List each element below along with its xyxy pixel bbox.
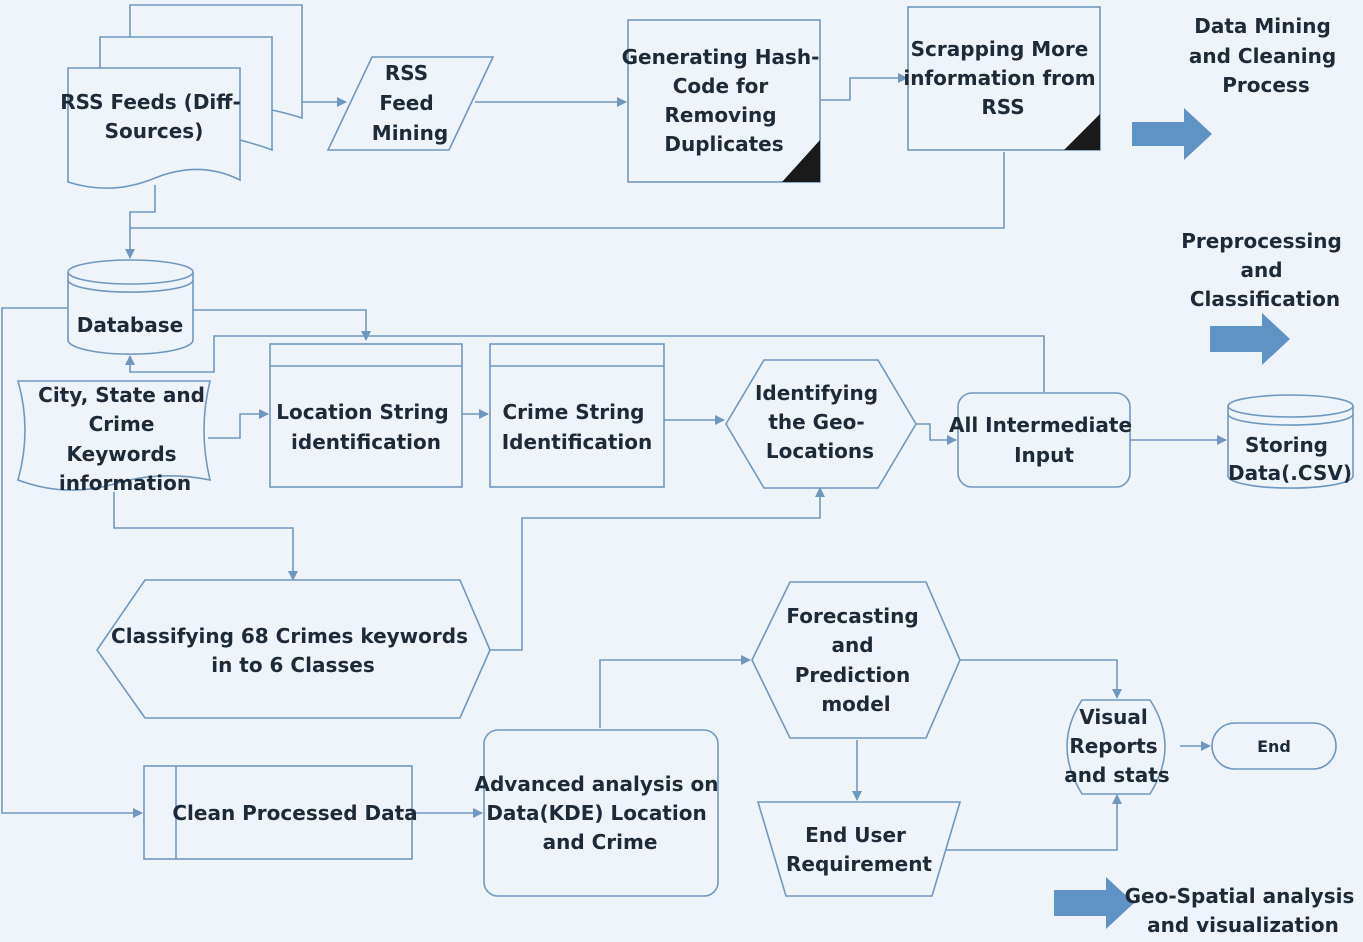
scrapping-node: Scrapping More information from RSS [903, 6, 1102, 151]
forecasting-label: Forecasting and Prediction model [786, 604, 925, 716]
stage-mining: Data Mining and Cleaning Process [1132, 14, 1343, 160]
advanced-analysis-label: Advanced analysis on Data(KDE) Location … [475, 772, 726, 854]
stage-mining-arrow-icon [1132, 108, 1212, 160]
geo-locations-node: Identifying the Geo- Locations [725, 359, 917, 489]
hash-code-label: Generating Hash- Code for Removing Dupli… [622, 45, 827, 156]
scrapping-label: Scrapping More information from RSS [903, 37, 1102, 119]
edge-database-to-pipeline [193, 309, 371, 341]
stage-geospatial-label: Geo-Spatial analysis and visualization [1125, 884, 1362, 937]
rss-feeds-label: RSS Feeds (Diff- Sources) [60, 90, 248, 143]
edge-hash-to-scrapping [820, 73, 908, 101]
advanced-analysis-node: Advanced analysis on Data(KDE) Location … [475, 729, 726, 897]
stage-geospatial-arrow-icon [1054, 877, 1134, 929]
location-string-label: Location String identification [276, 400, 455, 454]
clean-data-node: Clean Processed Data [143, 765, 418, 860]
stage-geospatial: Geo-Spatial analysis and visualization [1054, 877, 1362, 937]
edge-geo-to-intermediate [916, 423, 957, 445]
edge-end-user-to-visual [944, 794, 1122, 851]
stage-preprocessing-label: Preprocessing and Classification [1181, 229, 1349, 311]
end-node: End [1211, 722, 1337, 770]
intermediate-input-label: All Intermediate Input [949, 413, 1139, 467]
edge-scrapping-to-database [125, 152, 1005, 259]
end-user-node: End User Requirement [756, 801, 962, 897]
stage-mining-label: Data Mining and Cleaning Process [1189, 14, 1343, 97]
city-keywords-label: City, State and Crime Keywords informati… [38, 383, 212, 495]
edge-intermediate-loop-back [125, 335, 1045, 392]
rss-feed-mining-node: RSS Feed Mining [326, 56, 495, 151]
edge-city-to-classifying [113, 492, 298, 581]
hash-code-node: Generating Hash- Code for Removing Dupli… [622, 19, 827, 183]
database-node: Database [67, 259, 194, 355]
visual-reports-label: Visual Reports and stats [1064, 705, 1169, 787]
visual-reports-node: Visual Reports and stats [1064, 699, 1170, 795]
edge-forecasting-to-visual [960, 659, 1122, 699]
clean-data-label: Clean Processed Data [172, 801, 417, 825]
storing-data-node: Storing Data(.CSV) [1227, 394, 1354, 489]
location-string-node: Location String identification [269, 343, 463, 488]
edge-classifying-to-geo [490, 487, 825, 651]
classifying-label: Classifying 68 Crimes keywords in to 6 C… [111, 624, 475, 677]
crime-string-label: Crime String Identification [502, 400, 653, 454]
stage-preprocessing: Preprocessing and Classification [1181, 229, 1349, 365]
intermediate-input-node: All Intermediate Input [949, 392, 1139, 488]
city-keywords-node: City, State and Crime Keywords informati… [16, 380, 212, 495]
rss-feeds-node: RSS Feeds (Diff- Sources) [60, 4, 303, 189]
crime-string-node: Crime String Identification [489, 343, 665, 488]
edge-database-to-clean-data [1, 307, 143, 818]
forecasting-node: Forecasting and Prediction model [751, 581, 961, 739]
database-label: Database [77, 313, 183, 337]
rss-feed-mining-label: RSS Feed Mining [372, 61, 448, 145]
edge-advanced-to-forecasting [599, 655, 751, 728]
edge-rss-feeds-to-database [129, 185, 156, 228]
end-label: End [1257, 737, 1291, 756]
end-user-label: End User Requirement [786, 823, 932, 876]
stage-preprocessing-arrow-icon [1210, 313, 1290, 365]
geo-locations-label: Identifying the Geo- Locations [755, 381, 885, 463]
classifying-node: Classifying 68 Crimes keywords in to 6 C… [96, 579, 491, 719]
edge-city-to-location [208, 409, 269, 439]
connectors [1, 73, 1227, 851]
storing-data-label: Storing Data(.CSV) [1228, 433, 1352, 485]
